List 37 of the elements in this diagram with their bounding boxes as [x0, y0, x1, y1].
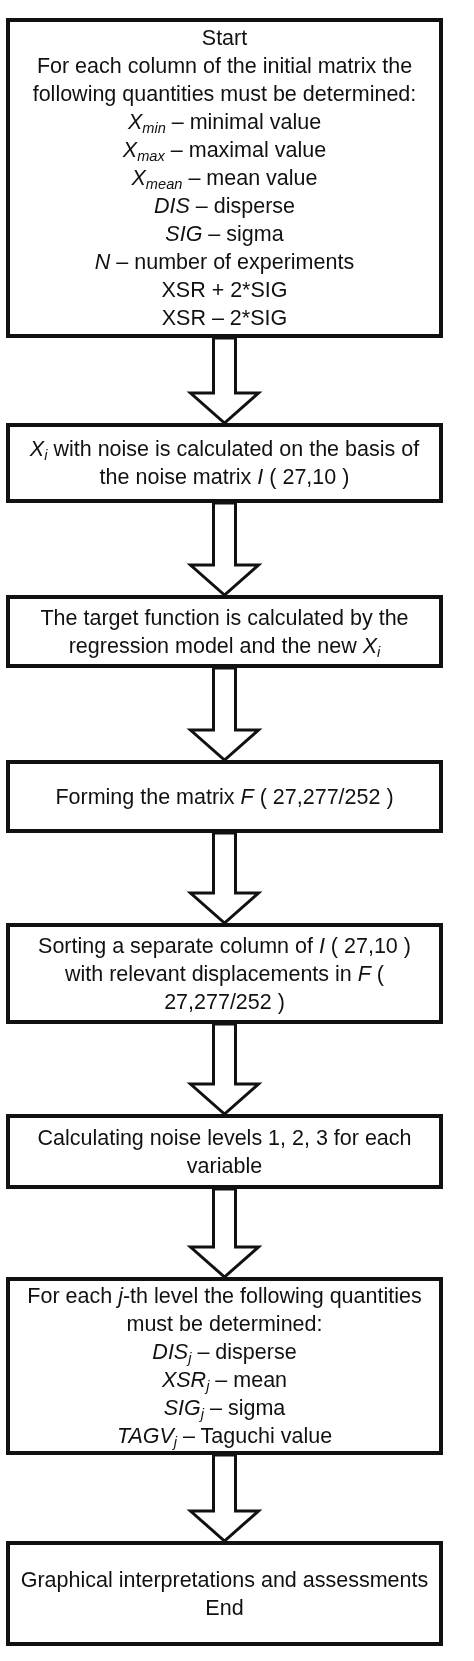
process-box	[6, 923, 443, 1024]
step-text: The target function is calculated by the regression model and the new X$_{i}$	[39, 604, 410, 660]
step-text: N – number of experiments	[94, 249, 355, 276]
step-text: X$_{i}$ with noise is calculated on the basis of the noise matrix I ( 27,10 )	[28, 436, 421, 491]
step-text: Calculating noise levels 1, 2, 3 for each variable	[36, 1124, 413, 1180]
step-text: DIS$_{j}$ – disperse	[152, 1339, 297, 1366]
step-text: XSR$_{j}$ – mean	[161, 1367, 288, 1394]
block-arrow	[186, 501, 263, 597]
process-box	[6, 760, 443, 833]
step-text: Start	[201, 25, 248, 52]
step-text: X$_{min}$ – minimal value	[127, 109, 322, 136]
step-text: X$_{max}$ – maximal value	[122, 137, 327, 164]
block-arrow	[186, 1453, 263, 1543]
step-text: Forming the matrix F ( 27,277/252 )	[55, 783, 394, 811]
step-text: XSR + 2*SIG	[161, 277, 288, 304]
step-text: Graphical interpretations and assessments	[20, 1566, 429, 1594]
step-text: Sorting a separate column of I ( 27,10 ) with relevant displacements in F ( 27,277/252 )	[37, 932, 412, 1016]
process-box	[6, 1277, 443, 1455]
process-box	[6, 595, 443, 668]
process-box	[6, 423, 443, 503]
process-box	[6, 1541, 443, 1646]
step-text: For each column of the initial matrix the following quantities must be determined:	[31, 53, 418, 108]
step-text: SIG$_{j}$ – sigma	[163, 1395, 286, 1422]
block-arrow	[186, 336, 263, 425]
block-arrow	[186, 1187, 263, 1279]
step-text: For each j-th level the following quantities must be determined:	[26, 1283, 423, 1338]
step-text: DIS – disperse	[154, 193, 295, 220]
process-box	[6, 18, 443, 338]
step-text: X$_{mean}$ – mean value	[131, 165, 318, 192]
step-text: XSR – 2*SIG	[161, 305, 288, 332]
block-arrow	[186, 1022, 263, 1116]
step-text: SIG – sigma	[165, 221, 284, 248]
block-arrow	[186, 831, 263, 925]
process-box	[6, 1114, 443, 1189]
block-arrow	[186, 666, 263, 762]
step-text: End	[205, 1594, 244, 1622]
step-text: TAGV$_{j}$ – Taguchi value	[116, 1423, 333, 1450]
